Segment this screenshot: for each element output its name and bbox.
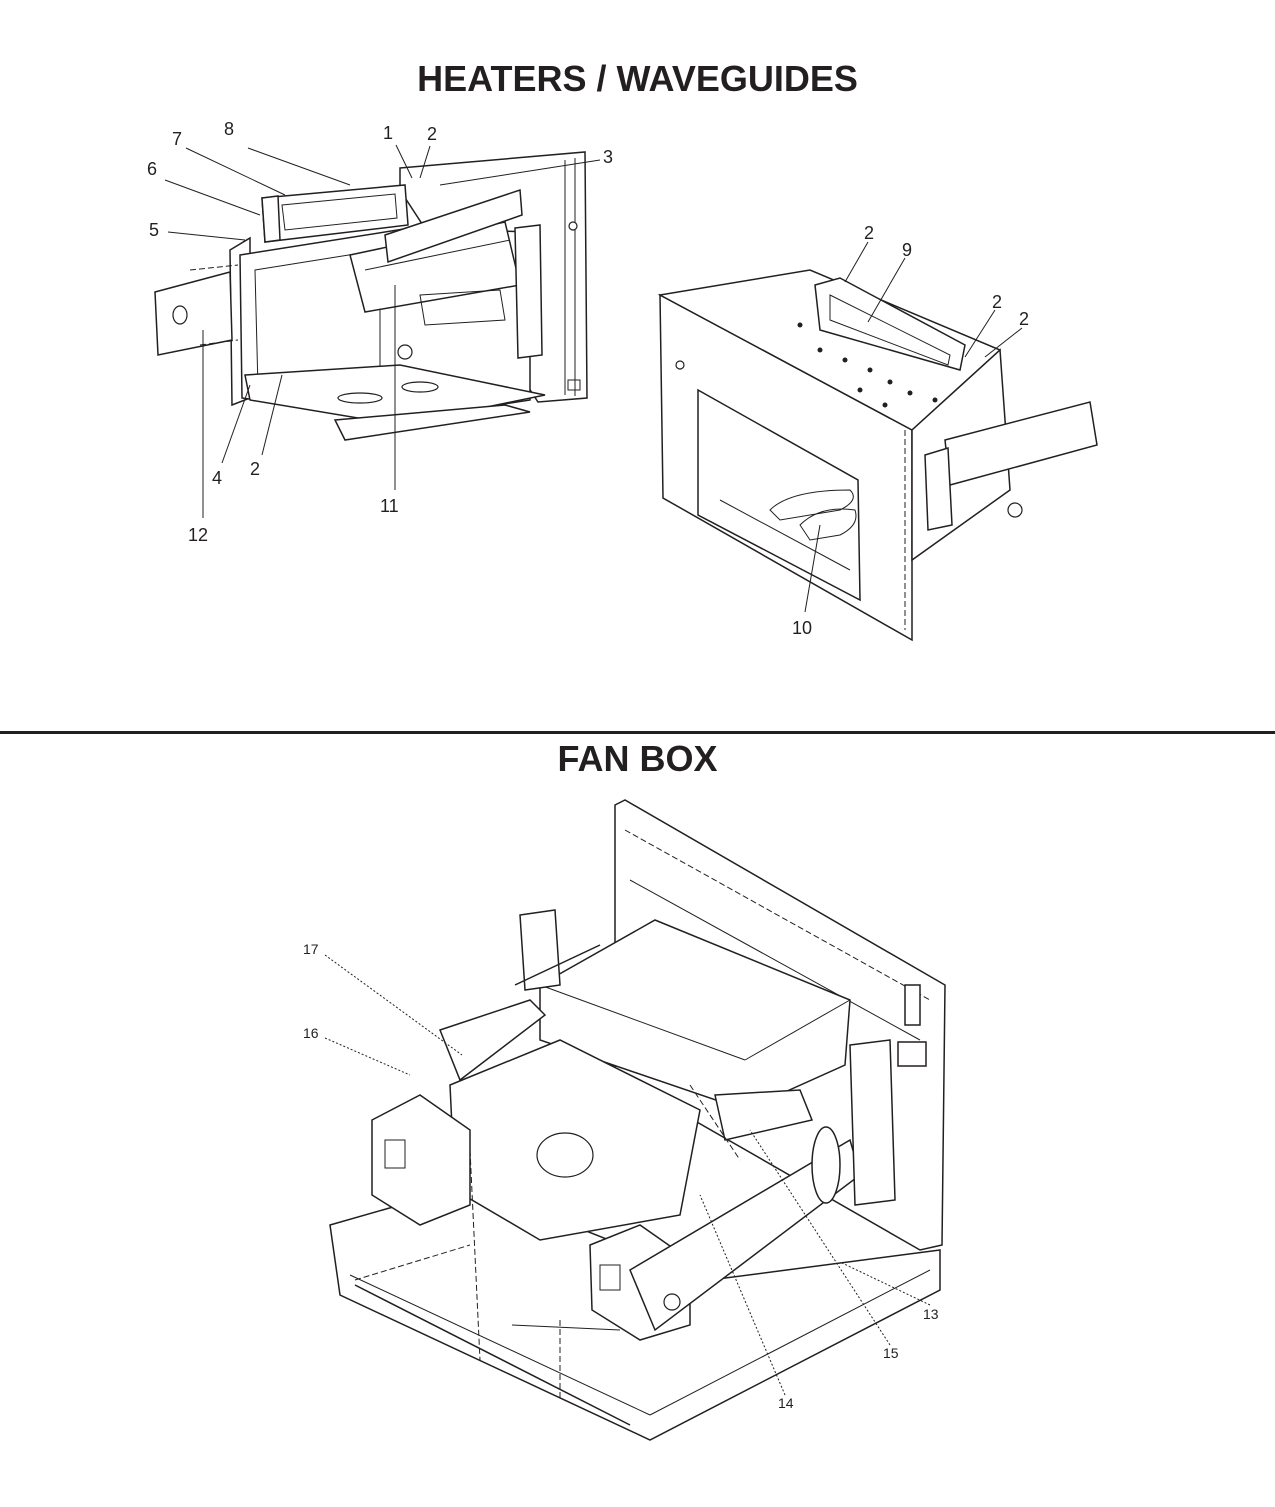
callout-12: 12 (188, 525, 208, 545)
callout-1: 1 (383, 123, 393, 143)
callout-15: 15 (883, 1345, 899, 1361)
leaders-left (164, 144, 601, 518)
fan-box-title: FAN BOX (557, 738, 718, 779)
callouts-left: 1 2 3 4 5 6 7 8 2 11 12 (147, 119, 613, 545)
fan-inlet-opening (536, 1132, 594, 1178)
callout-5: 5 (149, 220, 159, 240)
top-deck-holes (797, 322, 938, 408)
center-divider (384, 188, 523, 264)
callout-2: 2 (427, 124, 437, 144)
callout-2: 2 (250, 459, 260, 479)
callouts-right: 2 9 2 2 10 (792, 223, 1029, 638)
callout-10: 10 (792, 618, 812, 638)
fan-support-arm (439, 999, 547, 1082)
waveguide-top-right (814, 277, 966, 371)
heaters-waveguides-title: HEATERS / WAVEGUIDES (417, 58, 858, 99)
arm-bracket (924, 447, 953, 531)
fan-right-bracket (849, 1039, 896, 1206)
fan-plenum-top (539, 919, 851, 1111)
bottom-tray (333, 404, 531, 441)
callout-14: 14 (778, 1395, 794, 1411)
section-divider (0, 731, 1275, 734)
callout-3: 3 (603, 147, 613, 167)
vertical-bracket (514, 224, 543, 359)
callout-13: 13 (923, 1306, 939, 1322)
leaders-fan-box (324, 954, 931, 1396)
callout-8: 8 (224, 119, 234, 139)
oven-cavity-opening (697, 388, 861, 602)
fan-motor-left (371, 1094, 471, 1226)
fan-belt-pulley (811, 1126, 841, 1204)
fan-upper-bracket (519, 909, 561, 991)
callout-2: 2 (992, 292, 1002, 312)
callout-17: 17 (303, 941, 319, 957)
callout-6: 6 (147, 159, 157, 179)
callout-4: 4 (212, 468, 222, 488)
leaders-right (804, 241, 1023, 613)
callouts-fan-box: 17 16 13 15 14 (303, 941, 939, 1411)
waveguide-assembly-right (657, 269, 1098, 642)
callout-2: 2 (1019, 309, 1029, 329)
heater-assembly-left (154, 151, 588, 441)
fan-hinge (897, 1041, 927, 1067)
callout-11: 11 (380, 496, 399, 516)
callout-9: 9 (902, 240, 912, 260)
fan-box-assembly (329, 799, 946, 1441)
callout-16: 16 (303, 1025, 319, 1041)
fan-linkage (714, 1089, 814, 1141)
callout-7: 7 (172, 129, 182, 149)
callout-2: 2 (864, 223, 874, 243)
waveguide-end-cap (261, 195, 281, 243)
heater-plate-left (154, 271, 233, 356)
